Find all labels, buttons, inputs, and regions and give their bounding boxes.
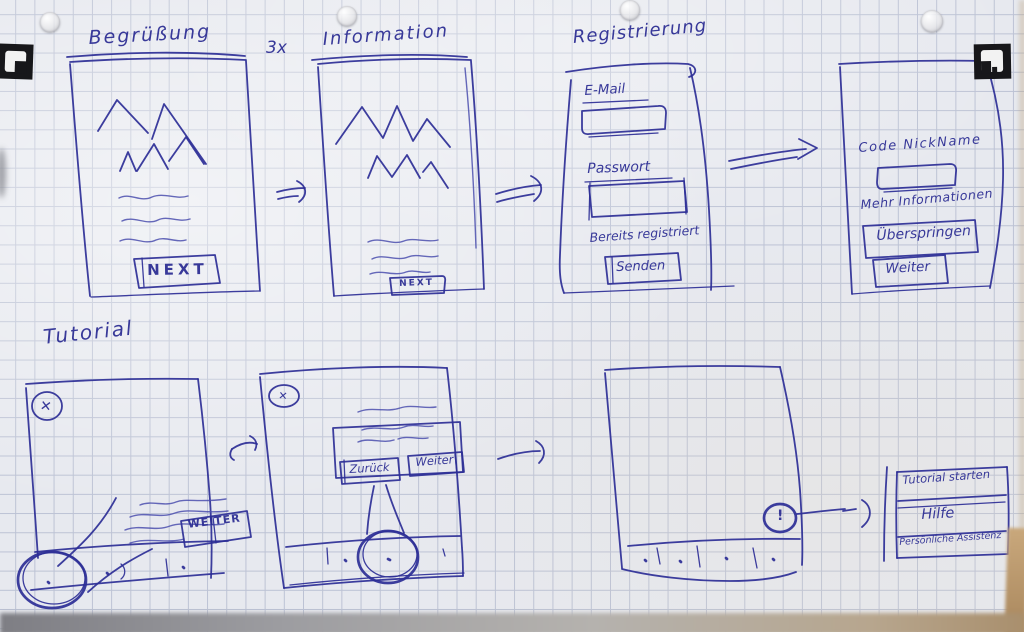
tabbar-highlight-circle-1 xyxy=(16,550,88,610)
flow-arrow-2 xyxy=(495,175,543,203)
email-label: E-Mail xyxy=(584,80,626,99)
tabbar-items-sketch-3 xyxy=(643,545,776,569)
weiter-button-box-2 xyxy=(407,451,465,477)
mountain-image-sketch xyxy=(97,99,207,172)
help-icon-circle xyxy=(762,502,798,534)
help-menu-connector xyxy=(796,499,871,528)
password-label: Passwort xyxy=(587,158,651,177)
zurueck-button: Zurück xyxy=(349,459,390,476)
close-icon: ✕ xyxy=(38,398,53,416)
tabbar-highlight-circle-2 xyxy=(356,529,420,585)
flow-arrow-1 xyxy=(276,180,307,203)
close-icon-circle-1 xyxy=(31,391,63,421)
text-lines-sketch-2 xyxy=(367,238,439,275)
pushpin-3 xyxy=(620,0,640,20)
pushpin-2 xyxy=(337,6,357,26)
next-button-2: NEXT xyxy=(399,277,435,289)
code-input-sketch xyxy=(876,163,958,193)
photo-edge-bottom xyxy=(0,613,1024,632)
email-field-sketch xyxy=(581,99,667,138)
help-menu-box xyxy=(883,466,1010,562)
next-button: NEXT xyxy=(147,259,208,279)
senden-button-box xyxy=(604,252,682,285)
tutorial-arrow-1 xyxy=(229,435,258,461)
tabbar-items-sketch-1 xyxy=(105,558,186,580)
weiter-button: Weiter xyxy=(885,258,931,277)
text-lines-sketch xyxy=(118,194,191,243)
photo-shadow-smudge xyxy=(0,148,6,198)
tutorial-screen3-frame xyxy=(604,365,804,582)
next-button-box-2 xyxy=(389,275,447,296)
help-icon: ! xyxy=(777,508,784,524)
close-icon-2: ✕ xyxy=(277,389,289,403)
mountain-image-sketch-2 xyxy=(335,105,451,189)
ueberspringen-button-box xyxy=(862,219,979,259)
repeat-note: 3x xyxy=(266,38,287,58)
screen-registrierung-frame xyxy=(558,62,735,294)
tooltip-pointer-sketch-2 xyxy=(366,484,405,535)
weiter-button-2: Weiter xyxy=(415,452,454,469)
fiducial-marker-left xyxy=(0,43,34,80)
weiter-button-box xyxy=(872,254,949,288)
password-field-sketch xyxy=(584,177,688,221)
close-icon-circle-2 xyxy=(268,384,300,408)
senden-button: Senden xyxy=(616,258,666,275)
board-edge-sliver xyxy=(1019,0,1024,540)
flow-arrow-3 xyxy=(728,138,818,170)
tutorial-arrow-2 xyxy=(497,440,545,464)
screen-information-frame xyxy=(311,53,485,297)
pushpin-4 xyxy=(921,10,943,32)
pushpin-1 xyxy=(40,12,60,32)
help-menu-item-hilfe: Hilfe xyxy=(921,505,955,523)
fiducial-marker-right xyxy=(973,43,1012,80)
zurueck-button-box xyxy=(339,457,401,485)
next-button-box xyxy=(133,254,221,289)
tabbar-items-sketch-2 xyxy=(326,547,446,565)
tutorial-screen1-frame xyxy=(25,377,229,591)
screen-begruessung-frame xyxy=(66,51,261,298)
screen-code-frame xyxy=(838,59,1004,295)
tooltip-callout-sketch-1 xyxy=(57,497,252,593)
